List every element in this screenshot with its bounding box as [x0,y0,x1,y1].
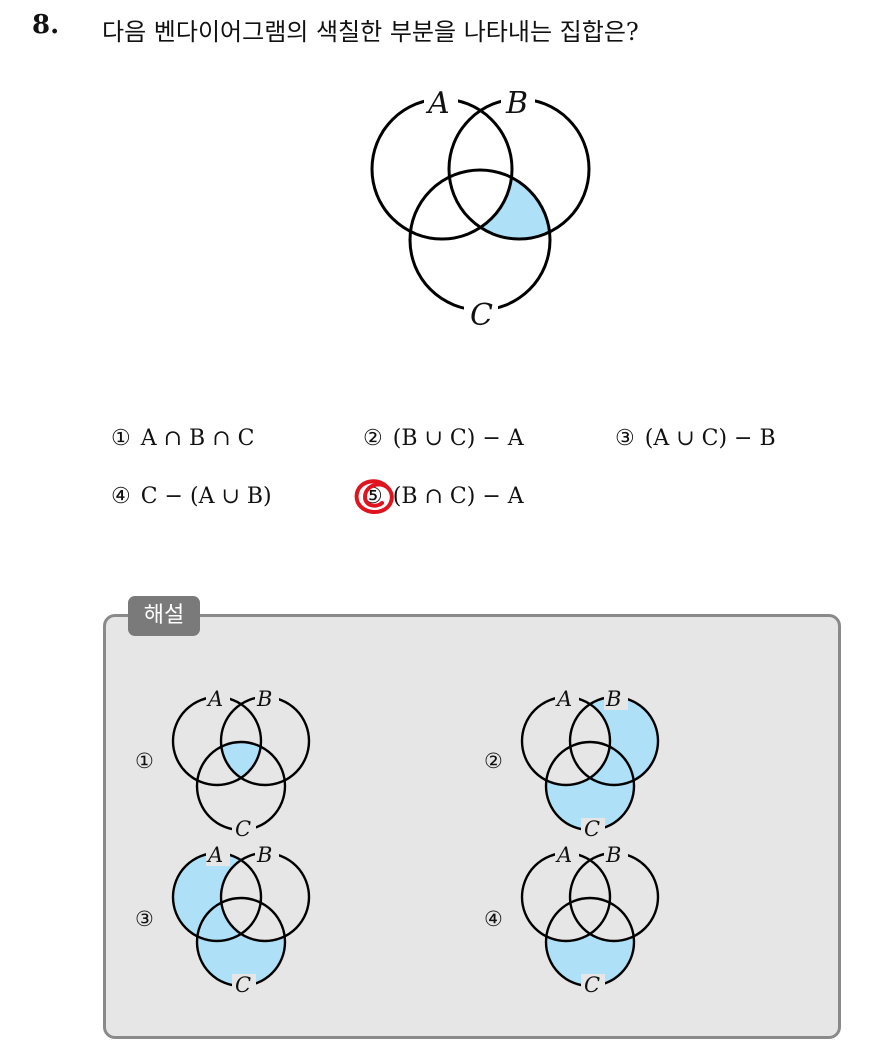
option-4[interactable]: ④ C − (A ∪ B) [111,484,272,509]
label-b: B [505,86,528,121]
question-text: 다음 벤다이어그램의 색칠한 부분을 나타내는 집합은? [102,18,639,46]
explanation-panel [103,614,841,1039]
circle-b [447,97,591,241]
option-2[interactable]: ② (B ∪ C) − A [363,426,524,451]
option-4-expr: C − (A ∪ B) [140,484,272,509]
option-4-number: ④ [111,484,131,509]
explanation-1-number: ① [135,749,154,773]
option-3-expr: (A ∪ C) − B [644,426,776,451]
option-1[interactable]: ① A ∩ B ∩ C [111,426,254,451]
option-1-number: ① [111,426,131,451]
option-2-number: ② [363,426,383,451]
explanation-2-number: ② [484,749,503,773]
option-1-expr: A ∩ B ∩ C [140,426,255,451]
option-3-number: ③ [615,426,635,451]
answer-circle-mark [354,479,394,514]
main-shaded-region [449,170,550,239]
circle-a [370,97,514,241]
option-5-expr: (B ∩ C) − A [392,484,524,509]
circle-c [408,168,552,312]
label-a: A [425,86,450,121]
option-3[interactable]: ③ (A ∪ C) − B [615,426,776,451]
question-number: 8. [32,10,60,40]
explanation-3-number: ③ [135,907,154,931]
explanation-badge: 해설 [128,596,200,636]
option-2-expr: (B ∪ C) − A [392,426,524,451]
label-c: C [470,298,493,333]
explanation-4-number: ④ [484,907,503,931]
